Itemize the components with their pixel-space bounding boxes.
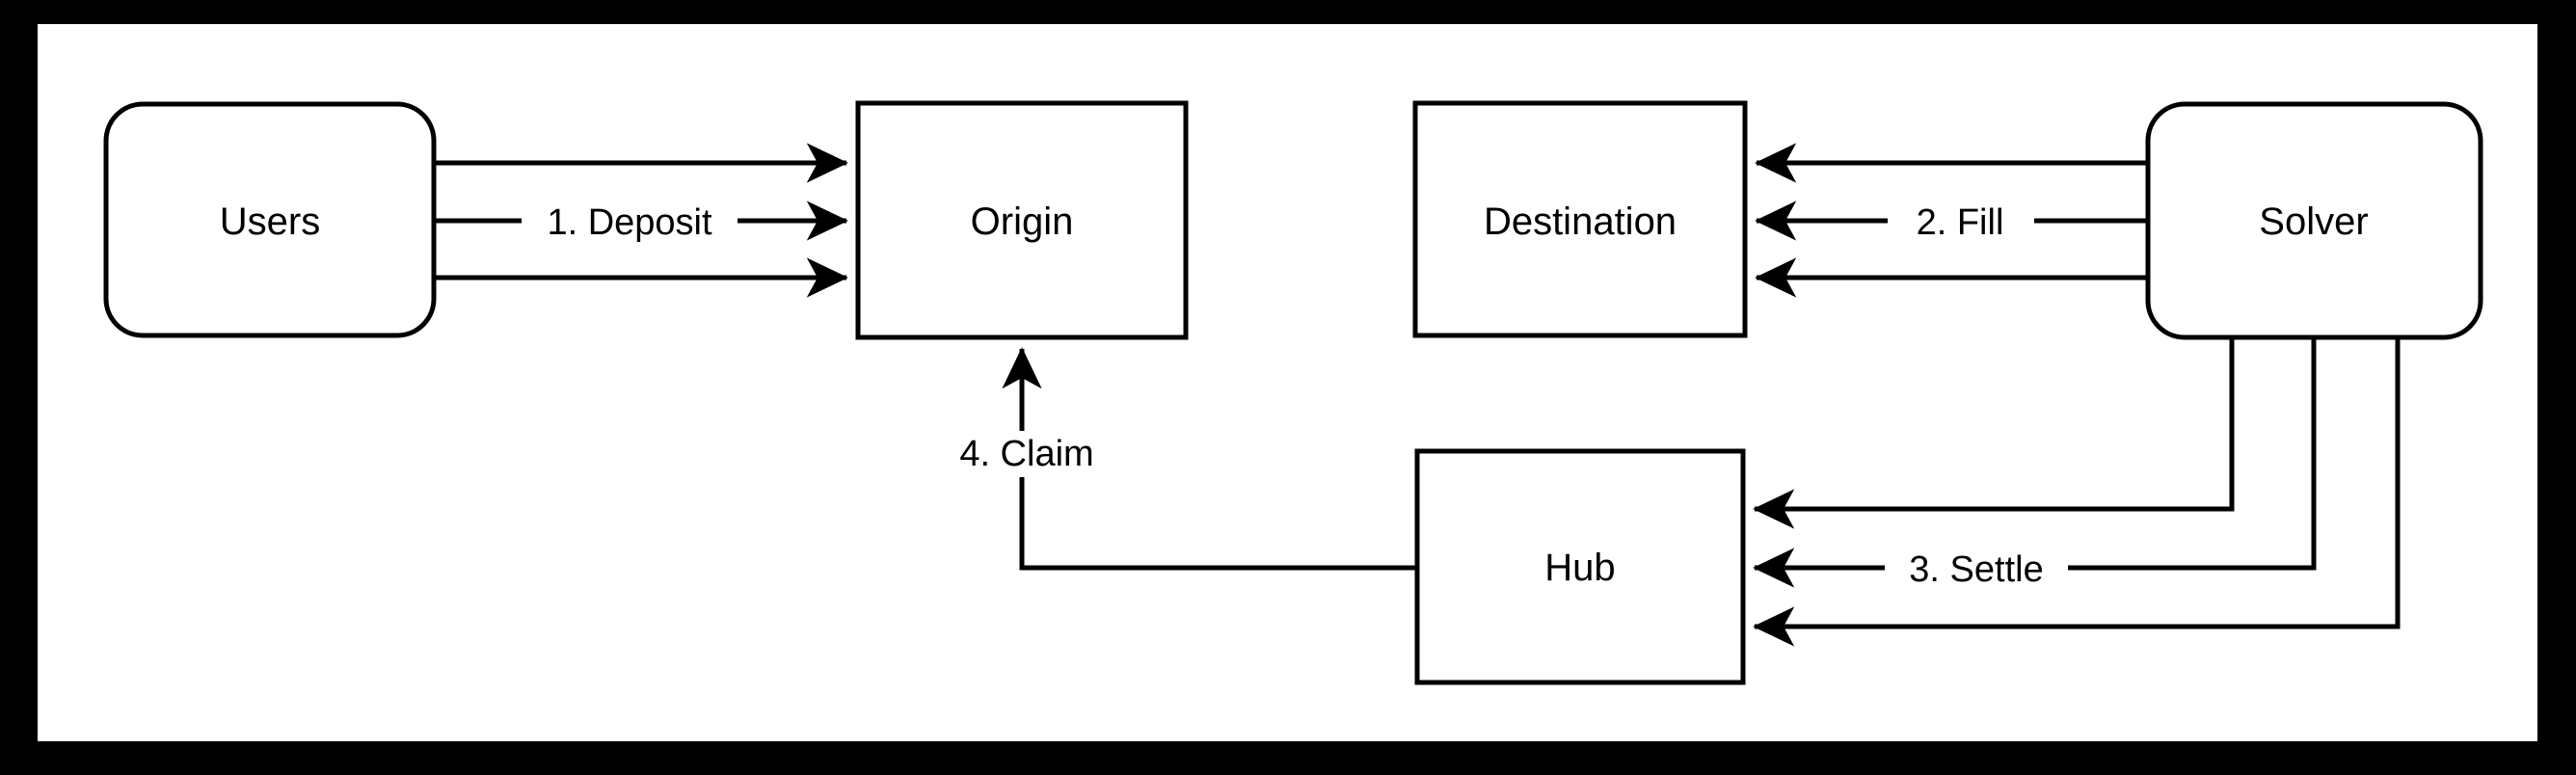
node-solver-shape[interactable] <box>2145 101 2483 340</box>
edge-claim-line-1 <box>1002 347 1415 571</box>
node-origin-shape[interactable] <box>855 100 1189 340</box>
node-origin[interactable]: Origin <box>855 100 1189 340</box>
node-solver[interactable]: Solver <box>2145 101 2483 340</box>
edge-settle-line-1 <box>1753 339 2235 529</box>
node-origin-label: Origin <box>971 200 1074 243</box>
node-users[interactable]: Users <box>103 101 437 338</box>
node-solver-label: Solver <box>2259 200 2368 243</box>
edge-label-claim: 4. Claim <box>959 434 1093 474</box>
edge-group-fill: 2. Fill <box>1755 143 2146 298</box>
edge-group-deposit: 1. Deposit <box>436 143 848 298</box>
node-destination-label: Destination <box>1484 200 1677 243</box>
edge-group-claim: 4. Claim <box>927 347 1415 571</box>
edge-label-settle: 3. Settle <box>1909 549 2043 590</box>
edge-settle-line-3 <box>1753 339 2401 647</box>
edge-fill-label-bg <box>1888 199 2034 245</box>
node-destination-shape[interactable] <box>1412 100 1748 338</box>
edge-label-fill: 2. Fill <box>1917 202 2004 243</box>
node-users-shape[interactable] <box>103 101 437 338</box>
node-destination[interactable]: Destination <box>1412 100 1748 338</box>
edge-label-deposit: 1. Deposit <box>547 202 712 243</box>
diagram-canvas <box>38 24 2537 741</box>
edge-group-settle: 3. Settle <box>1753 339 2401 647</box>
node-hub-shape[interactable] <box>1414 448 1746 685</box>
node-users-label: Users <box>220 200 320 243</box>
edge-deposit-label-bg <box>522 199 738 245</box>
node-hub-label: Hub <box>1544 547 1615 589</box>
edge-claim-label-bg <box>927 431 1126 477</box>
node-hub[interactable]: Hub <box>1414 448 1746 685</box>
edge-settle-label-bg <box>1885 546 2068 592</box>
